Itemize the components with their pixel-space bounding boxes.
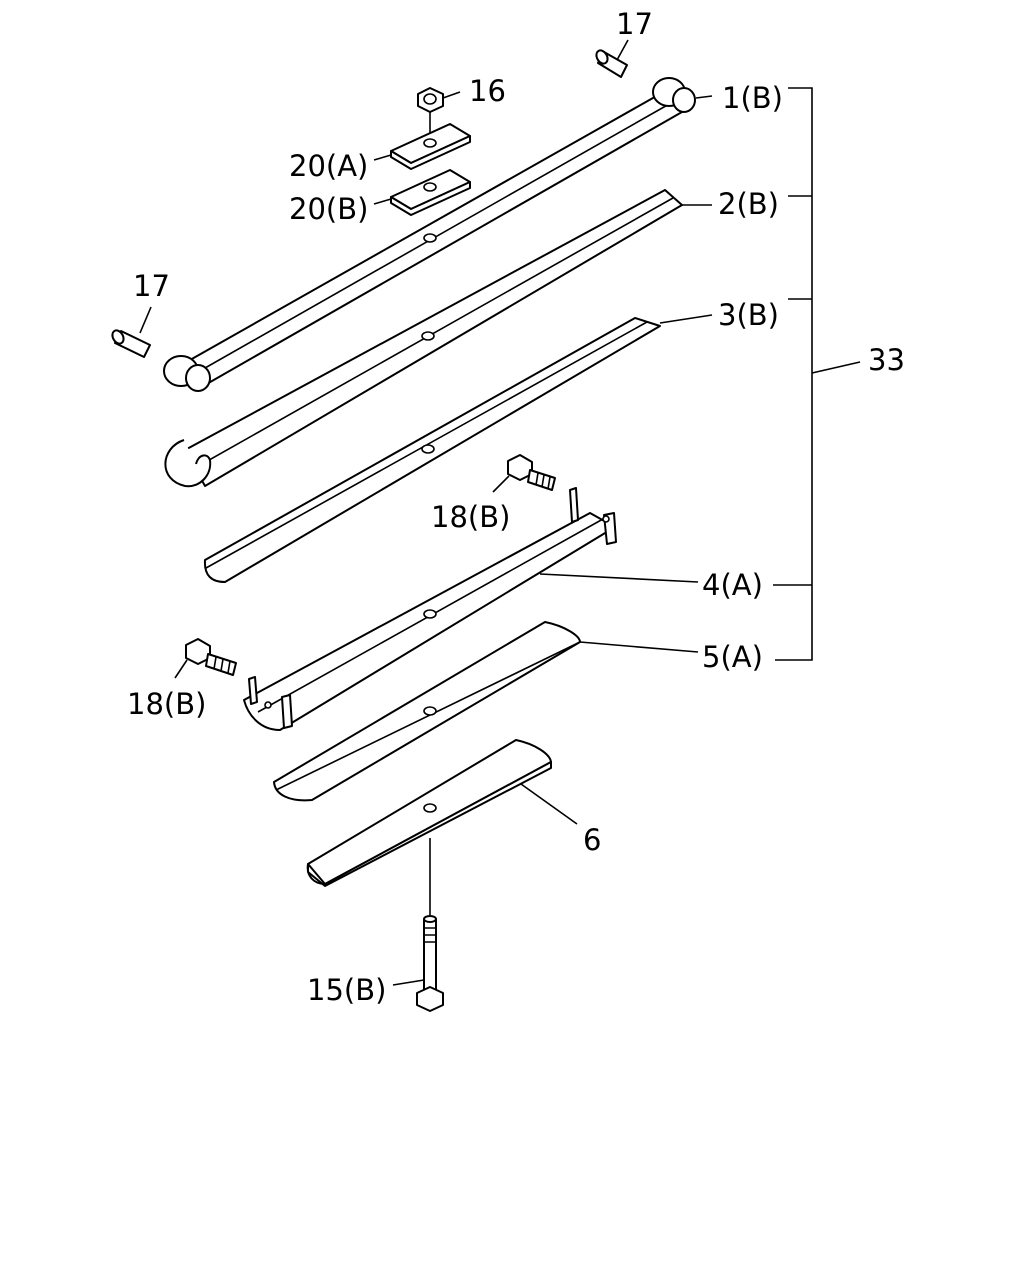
label-15b: 15(B): [307, 973, 386, 1007]
label-2b: 2(B): [718, 187, 779, 221]
plate-20a: [373, 123, 471, 170]
label-5a: 5(A): [702, 640, 763, 674]
label-6: 6: [583, 823, 601, 857]
leaf-6: [306, 739, 578, 887]
leaf-1b: [163, 77, 713, 392]
leaf-3b: [203, 314, 713, 583]
label-18b-left: 18(B): [127, 687, 206, 721]
label-17-left: 17: [133, 269, 170, 303]
label-20b: 20(B): [289, 192, 368, 226]
bolt-18b-left: [174, 638, 237, 679]
bushing-pin-17-top: [595, 39, 629, 78]
leaf-4a: [243, 487, 699, 731]
plate-20b: [373, 169, 471, 216]
leaf-2b: [164, 189, 712, 488]
label-20a: 20(A): [289, 149, 368, 183]
label-1b: 1(B): [722, 81, 783, 115]
assembly-bracket-33: [773, 87, 861, 661]
label-4a: 4(A): [702, 568, 763, 602]
center-bolt-15b: [392, 838, 444, 1012]
label-17-top: 17: [616, 7, 653, 41]
label-18b-right: 18(B): [431, 500, 510, 534]
nut-16: [417, 87, 461, 140]
label-33: 33: [868, 343, 905, 377]
label-16: 16: [469, 74, 506, 108]
bolt-18b-right: [492, 454, 556, 493]
label-3b: 3(B): [718, 298, 779, 332]
bushing-pin-17-left: [111, 306, 152, 358]
leaf-5a: [273, 621, 699, 802]
